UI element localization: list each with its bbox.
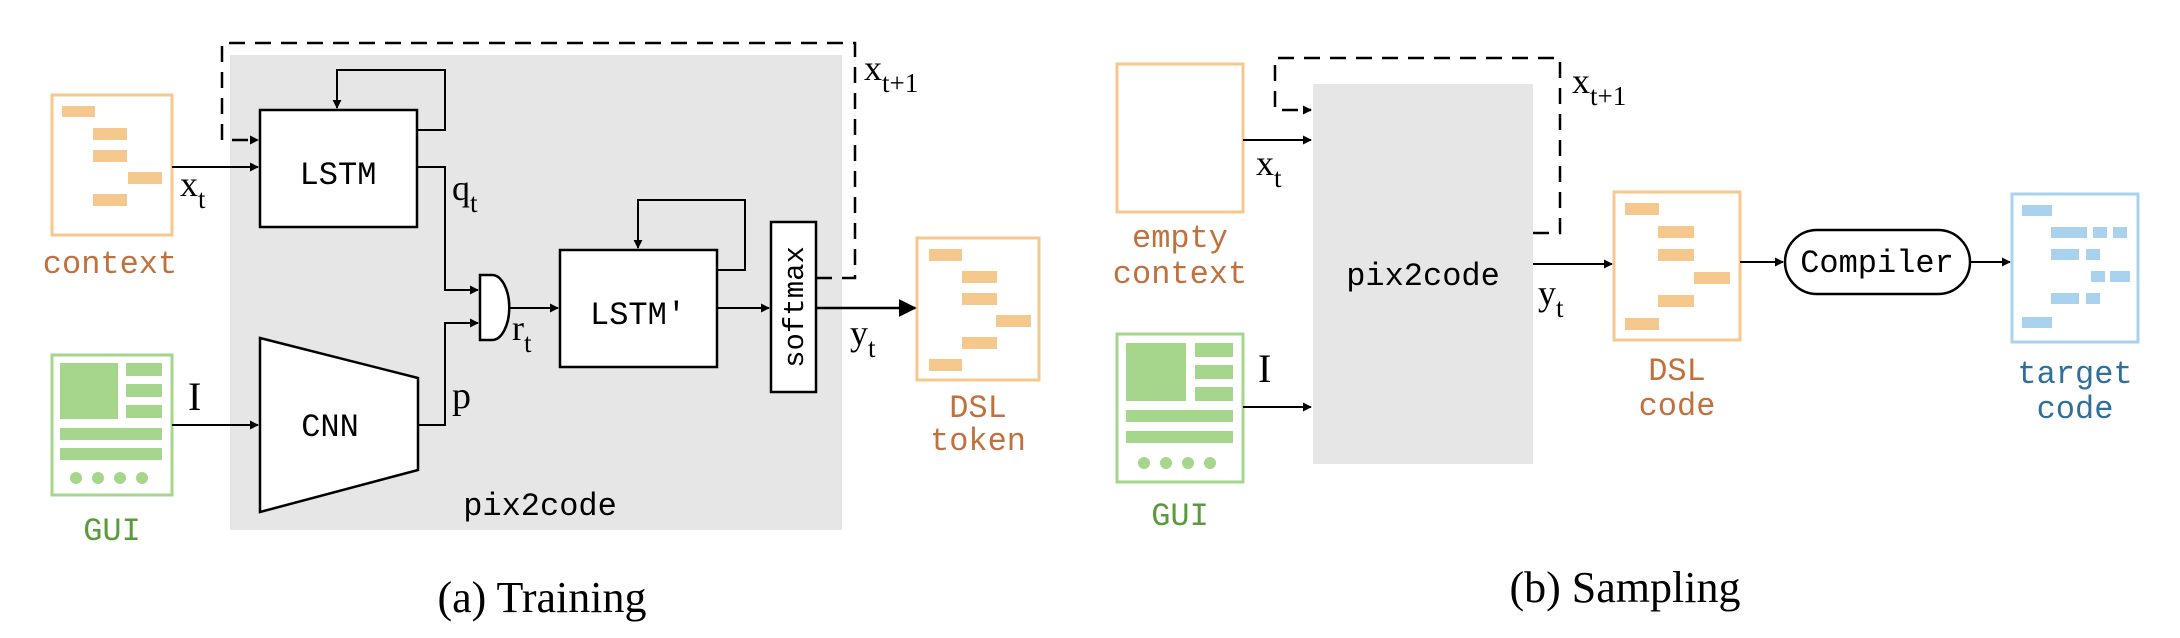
target-code-label-2: code	[2037, 391, 2114, 428]
var-p: p	[452, 375, 471, 417]
sampling-var-x-t: xt	[1256, 143, 1282, 193]
dsl-token-label-1: DSL	[949, 390, 1007, 427]
sampling-panel: empty context GUI pix2code	[1113, 56, 2140, 612]
dsl-token-icon	[915, 236, 1041, 382]
dsl-code-label-1: DSL	[1648, 353, 1706, 390]
lstm-prime-label: LSTM'	[590, 297, 686, 334]
sampling-var-y-t: yt	[1538, 273, 1564, 323]
lstm-block	[258, 108, 419, 229]
training-caption: (a) Training	[438, 573, 647, 622]
lstm-to-join-arrow	[417, 166, 479, 295]
lstm-recurrent-arrow	[332, 69, 446, 131]
context-label: context	[43, 246, 177, 283]
sampling-feedback-dashed-arrow	[1273, 56, 1562, 235]
lstm-prime-recurrent-arrow	[633, 199, 746, 271]
target-code-label-1: target	[2017, 356, 2132, 393]
softmax-label: softmax	[779, 246, 812, 368]
cnn-block	[258, 336, 420, 514]
lstm-label: LSTM	[300, 157, 377, 194]
var-r-t: rt	[512, 308, 532, 358]
dsl-code-icon	[1612, 190, 1742, 342]
training-panel: context GUI LSTM CNN LSTM'	[43, 41, 1041, 622]
sampling-var-x-t1: xt+1	[1572, 61, 1626, 111]
context-icon	[50, 93, 174, 237]
target-code-icon	[2010, 192, 2140, 344]
sampling-gui-icon	[1115, 332, 1245, 484]
dsl-token-label-2: token	[930, 423, 1026, 460]
sampling-gui-label: GUI	[1151, 498, 1209, 535]
empty-context-icon	[1115, 62, 1245, 214]
sampling-var-i: I	[1258, 346, 1271, 391]
var-q-t: qt	[452, 168, 478, 218]
var-x-t: xt	[180, 164, 206, 214]
empty-context-label-1: empty	[1132, 220, 1228, 257]
gui-icon	[50, 353, 174, 497]
var-x-t1: xt+1	[864, 48, 918, 98]
container-label: pix2code	[463, 488, 617, 525]
sampling-caption: (b) Sampling	[1510, 563, 1741, 612]
gui-label: GUI	[83, 513, 141, 550]
cnn-to-join-arrow	[418, 318, 479, 426]
compiler-label: Compiler	[1800, 245, 1954, 282]
cnn-label: CNN	[301, 409, 359, 446]
var-y-t: yt	[850, 313, 876, 363]
pix2code-model-box	[1313, 84, 1533, 464]
join-gate	[478, 273, 511, 342]
feedback-dashed-arrow	[220, 41, 857, 280]
var-i: I	[188, 374, 201, 419]
empty-context-label-2: context	[1113, 256, 1247, 293]
pix2code-model-label: pix2code	[1346, 258, 1500, 295]
dsl-code-label-2: code	[1639, 388, 1716, 425]
softmax-block	[769, 220, 818, 394]
